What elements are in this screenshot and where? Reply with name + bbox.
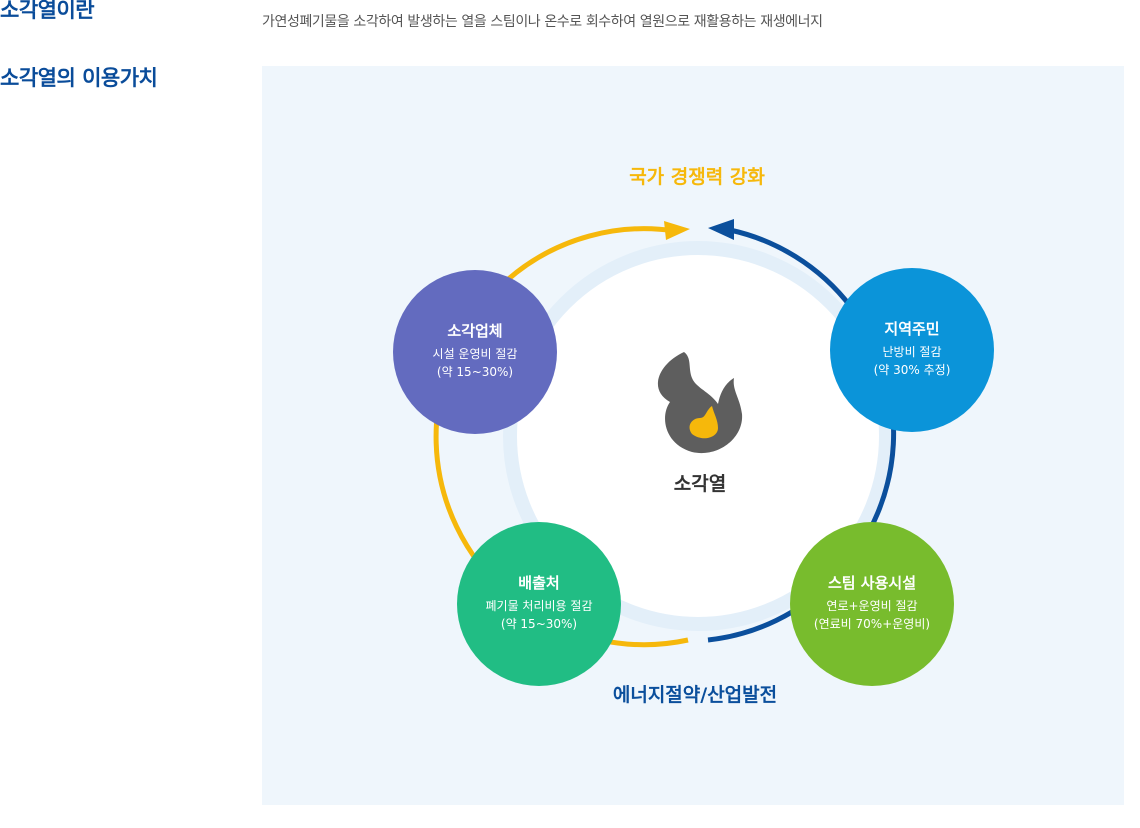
top-label: 국가 경쟁력 강화: [629, 166, 765, 188]
node-emitter: 배출처 폐기물 처리비용 절감 (약 15~30%): [457, 522, 621, 686]
flame-icon: [657, 352, 743, 454]
node-benefit-amount: (약 15~30%): [436, 365, 514, 379]
definition-text: 가연성폐기물을 소각하여 발생하는 열을 스팀이나 온수로 회수하여 열원으로 …: [262, 14, 823, 30]
node-benefit: 난방비 절감: [882, 345, 942, 359]
center-label: 소각열: [673, 473, 727, 495]
node-benefit-amount: (연료비 70%+운영비): [813, 617, 931, 631]
node-title: 소각업체: [447, 322, 503, 340]
section-title-definition: 소각열이란: [0, 0, 95, 22]
node-steam-facility: 스팀 사용시설 연로+운영비 절감 (연료비 70%+운영비): [790, 522, 954, 686]
node-resident: 지역주민 난방비 절감 (약 30% 추정): [830, 268, 994, 432]
node-company: 소각업체 시설 운영비 절감 (약 15~30%): [393, 270, 557, 434]
node-benefit-amount: (약 30% 추정): [873, 363, 951, 377]
yellow-arrow-head-icon: [664, 221, 690, 240]
node-benefit: 폐기물 처리비용 절감: [485, 599, 593, 613]
node-benefit: 연로+운영비 절감: [826, 599, 918, 613]
bottom-label: 에너지절약/산업발전: [612, 684, 778, 706]
node-benefit: 시설 운영비 절감: [432, 347, 518, 361]
node-title: 스팀 사용시설: [827, 574, 917, 592]
node-title: 지역주민: [884, 320, 940, 338]
node-title: 배출처: [518, 574, 560, 592]
node-benefit-amount: (약 15~30%): [500, 617, 578, 631]
blue-arrow-head-icon: [708, 219, 734, 240]
section-title-value: 소각열의 이용가치: [0, 66, 158, 90]
